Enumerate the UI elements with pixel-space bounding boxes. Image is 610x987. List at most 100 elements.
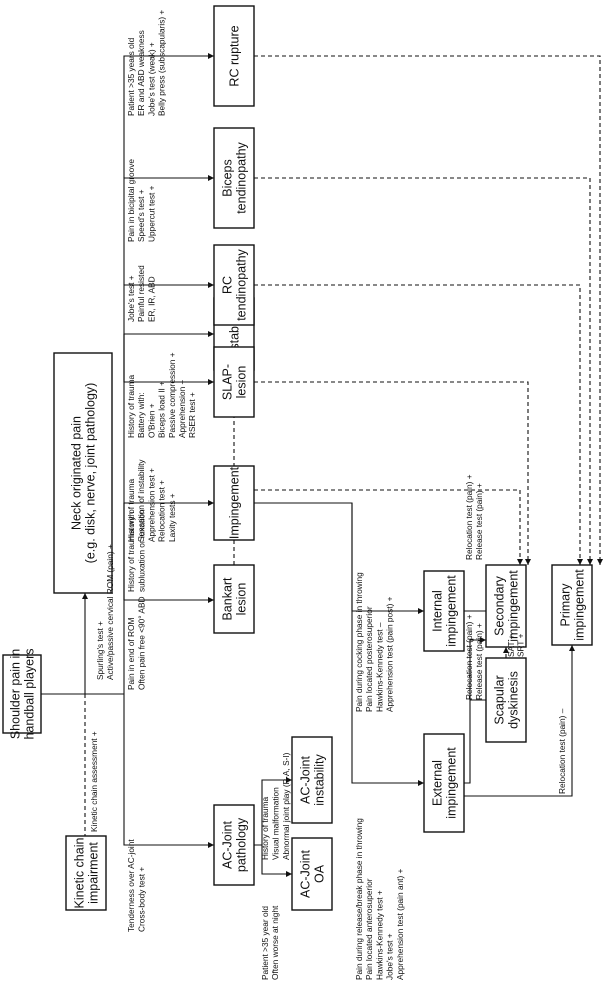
start-label-line: Shoulder pain in — [9, 649, 23, 739]
rctend-signs-label-line: Jobe's test + — [126, 275, 136, 322]
slap-signs-label-line: Apprehension + — [177, 379, 187, 438]
slap-node: SLAP-lesion — [213, 346, 255, 418]
external-signs-label-line: Apprehension test (pain ant) + — [395, 868, 405, 980]
secondary-label-line: Secondary — [493, 575, 507, 636]
external-signs-label-line: Hawkins-Kennedy test + — [374, 890, 384, 980]
label-layer: Kinetic chain assessment + Spurling's tes… — [89, 10, 567, 980]
external-signs-label: Pain during release/break phase in throw… — [354, 818, 405, 980]
external-label-line: impingement — [445, 747, 459, 819]
external-box — [423, 733, 465, 833]
biceps-signs-label-line: Pain in bicipital groove — [126, 159, 136, 242]
neck-node: Neck originated pain(e.g. disk, nerve, j… — [53, 352, 113, 594]
biceps-signs-label-line: Speed's test + — [136, 189, 146, 242]
bankart-signs-label-line: subluxation or luxation — [137, 509, 147, 592]
slap-label-line: lesion — [235, 366, 249, 399]
arrowhead — [208, 282, 214, 288]
ext-scap — [464, 699, 486, 784]
acinst-box — [291, 736, 333, 824]
secondary-label-line: impingement — [507, 570, 521, 642]
kinetic-assess-label: Kinetic chain assessment + — [89, 731, 99, 832]
rcrupture-box — [213, 5, 255, 107]
instab-signs-label-line: Apprehension test + — [146, 468, 156, 542]
arrowhead — [587, 559, 593, 565]
imp-signs-label-line: Pain in end of ROM — [126, 618, 136, 690]
primary-label-line: Primary — [559, 583, 573, 627]
impingement-box — [213, 465, 255, 541]
ac-branch — [123, 694, 214, 846]
instab-signs-label-line: Sensation of instability — [136, 459, 146, 542]
primary-label-line: impingement — [573, 569, 587, 641]
neck-label-line: Neck originated pain — [70, 416, 84, 530]
slap-signs-label-line: RSER test + — [187, 392, 197, 438]
rctend-box — [213, 244, 255, 326]
rcrupture-label-line: RC rupture — [228, 25, 242, 86]
acoa-box — [291, 837, 333, 911]
biceps-signs-label-line: Uppercut test + — [146, 185, 156, 242]
arrowhead — [286, 871, 292, 877]
biceps-prim — [254, 177, 591, 565]
internal-reloc-label: Relocation test (pain) +Release test (pa… — [464, 474, 484, 560]
acinst-label-line: instability — [313, 754, 327, 806]
arrowhead — [577, 559, 583, 565]
instab-signs-label-line: History of trauma — [126, 478, 136, 542]
rcrupture-signs-label-line: Patient >35 years old — [126, 37, 136, 116]
external-signs-label-line: Jobe's test + — [385, 933, 395, 980]
rctend-signs-label-line: ER, IR, ABD — [146, 276, 156, 322]
connectors — [41, 53, 603, 877]
arrowhead — [208, 597, 214, 603]
arrowhead — [525, 559, 531, 565]
internal-reloc-label-line: Relocation test (pain) + — [464, 474, 474, 560]
int-branch — [351, 503, 424, 612]
rctend-label-line: RC — [221, 276, 235, 294]
neck-tests-label: Spurling's test +Active/passive cervical… — [95, 544, 115, 680]
internal-signs-label-line: Pain located posterosuperior — [364, 606, 374, 712]
rcrupture-signs-label-line: Belly press (subscapularis) + — [157, 10, 167, 116]
neck-tests-label-line: Active/passive cervical ROM (pain) + — [105, 544, 115, 680]
bankart-label-line: Bankart — [221, 577, 235, 621]
neck-box — [53, 352, 113, 594]
external-label-line: External — [431, 760, 445, 806]
rcrupture-node: RC rupture — [213, 5, 255, 107]
scap-tests-label: SAT +SRT + — [506, 633, 526, 657]
kinetic-box — [65, 835, 107, 911]
rcrupture-prim — [254, 55, 601, 565]
acinst-signs-label-line: Abnormal joint play (P-A, S-I) — [281, 752, 291, 860]
acinst-label-line: AC-Joint — [299, 756, 313, 804]
acjoint-label-line: pathology — [235, 817, 249, 872]
slap-signs-label-line: History of trauma — [126, 374, 136, 438]
instab-signs-label-line: Relocation test + — [157, 480, 167, 542]
scap-tests-label-line: SRT + — [516, 633, 526, 657]
neck-tests-label-line: Spurling's test + — [95, 621, 105, 680]
rctend-signs-label-line: Painful resisted — [136, 265, 146, 322]
internal-signs-label-line: Apprehension test (pain post) + — [385, 596, 395, 712]
acoa-label-line: OA — [313, 864, 327, 883]
external-reloc-label-line: Relocation test (pain) + — [464, 614, 474, 700]
slap-sec — [254, 381, 529, 565]
slap-signs-label-line: O'Brien + — [146, 403, 156, 438]
external-signs-label-line: Pain located anterosuperior — [364, 878, 374, 980]
acoa-branch — [254, 844, 292, 875]
scap-tests-label-line: SAT + — [506, 634, 516, 657]
primary-box — [551, 564, 593, 646]
secondary-box — [485, 564, 527, 648]
ac-signs-label-line: Tenderness over AC-joint — [126, 839, 136, 932]
arrowhead — [597, 559, 603, 565]
arrowhead — [517, 559, 523, 565]
bankart-signs-label-line: History of trauma with — [126, 511, 136, 592]
